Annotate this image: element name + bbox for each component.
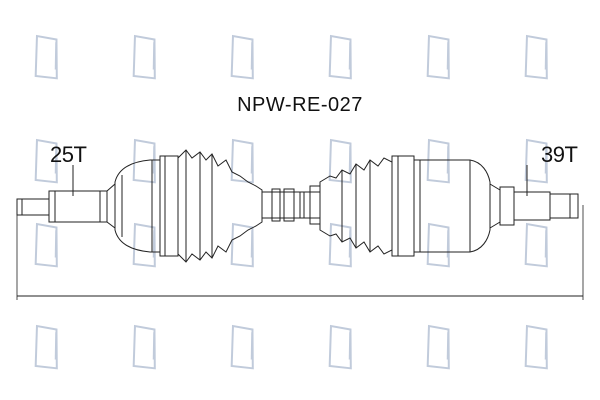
ajs-parts-watermark — [5, 100, 116, 204]
ajs-parts-watermark — [495, 100, 600, 204]
right-cv-joint — [391, 155, 491, 257]
ajs-parts-watermark — [5, 0, 116, 100]
right-spline-stub — [489, 183, 579, 229]
ajs-parts-watermark — [103, 184, 214, 288]
left-spline-stub — [16, 182, 116, 229]
ajs-parts-watermark — [397, 0, 508, 100]
shaft-bar — [261, 185, 321, 225]
ajs-parts-watermark — [5, 184, 116, 288]
part-number-label: NPW-RE-027 — [237, 94, 363, 116]
length-dimension-line — [16, 205, 584, 300]
right-spline-count: 39T — [541, 142, 578, 167]
right-boot — [319, 157, 393, 255]
ajs-parts-watermark — [397, 286, 508, 390]
ajs-parts-watermark — [299, 100, 410, 204]
ajs-parts-watermark — [495, 286, 600, 390]
left-spline-count: 25T — [50, 142, 87, 167]
ajs-parts-watermark — [495, 0, 600, 100]
ajs-parts-watermark — [397, 184, 508, 288]
left-cv-joint — [114, 155, 179, 257]
ajs-parts-watermark — [299, 286, 410, 390]
ajs-parts-watermark — [495, 184, 600, 288]
ajs-parts-watermark — [201, 0, 312, 100]
ajs-parts-watermark — [201, 100, 312, 204]
ajs-parts-watermark — [5, 286, 116, 390]
ajs-parts-watermark — [201, 286, 312, 390]
ajs-parts-watermark — [103, 0, 214, 100]
ajs-parts-watermark — [299, 184, 410, 288]
ajs-parts-watermark — [103, 286, 214, 390]
ajs-parts-watermark — [299, 0, 410, 100]
left-boot — [177, 149, 263, 263]
